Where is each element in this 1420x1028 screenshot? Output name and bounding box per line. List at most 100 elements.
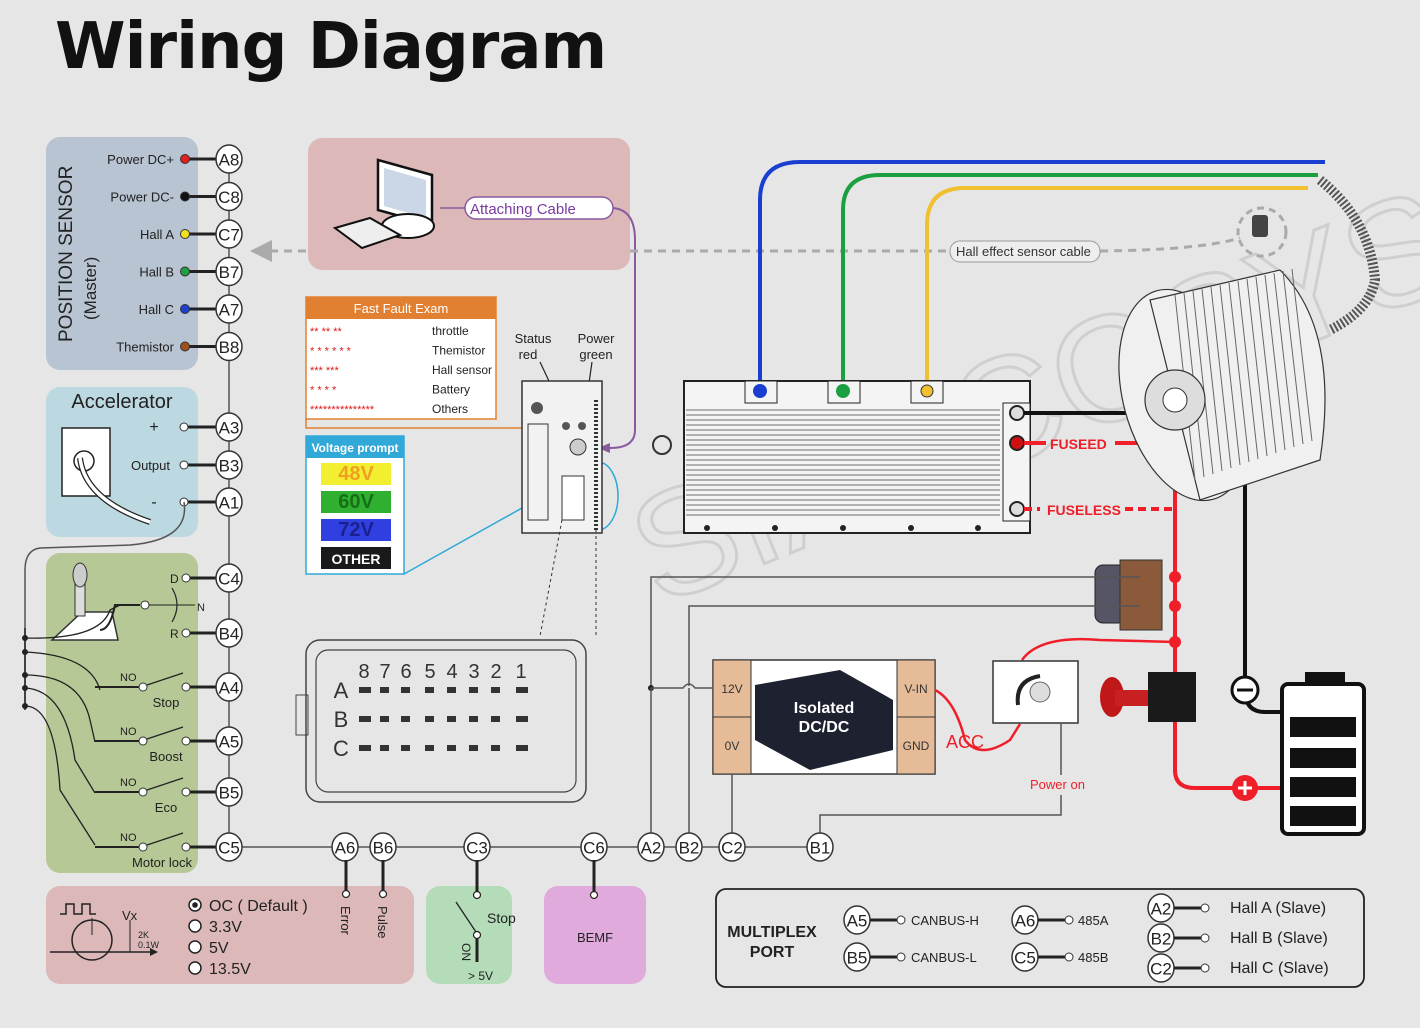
output-panel <box>46 886 414 984</box>
svg-text:3.3V: 3.3V <box>209 919 242 936</box>
radio-button[interactable] <box>188 919 202 933</box>
svg-text:7: 7 <box>379 661 390 683</box>
error-label: Error <box>338 906 353 936</box>
pin-a8[interactable]: A8 <box>215 144 243 174</box>
radio-button[interactable] <box>188 961 202 975</box>
svg-text:* * * * * *: * * * * * * <box>310 346 352 358</box>
pin-c4[interactable]: C4 <box>215 563 243 593</box>
motor-controller <box>652 380 1031 534</box>
svg-text:5: 5 <box>424 661 435 683</box>
svg-text:GND: GND <box>903 739 930 753</box>
output-voltage-option[interactable]: 5V <box>188 940 229 957</box>
svg-text:Battery: Battery <box>432 383 470 397</box>
pin-c7[interactable]: C7 <box>215 219 243 249</box>
wire-color-dot <box>180 266 190 277</box>
pin-a5[interactable]: A5 <box>215 726 243 756</box>
pin-b6[interactable]: B6 <box>369 832 397 862</box>
pin-a2[interactable]: A2 <box>637 832 665 862</box>
svg-text:ON: ON <box>459 943 473 961</box>
pin-c8[interactable]: C8 <box>215 181 243 212</box>
pin-b1[interactable]: B1 <box>806 832 834 862</box>
position-sensor-panel <box>46 137 198 370</box>
pin-label: A4 <box>219 679 240 698</box>
pin-a1[interactable]: A1 <box>215 487 243 517</box>
pin-a6[interactable]: A6 <box>1011 905 1039 935</box>
pin-b2[interactable]: B2 <box>1147 923 1175 953</box>
pin-signal-label: Hall A <box>140 227 174 242</box>
accelerator-pin: -A1 <box>151 487 243 517</box>
pin-label: B5 <box>219 784 240 803</box>
status-led-label: Status <box>515 331 552 346</box>
svg-text:Fast Fault Exam: Fast Fault Exam <box>354 301 449 316</box>
fault-row: * * * * Battery <box>310 383 470 397</box>
svg-text:green: green <box>579 347 612 362</box>
svg-text:OTHER: OTHER <box>332 551 381 567</box>
pin-b5[interactable]: B5 <box>843 942 871 972</box>
pin-b7[interactable]: B7 <box>215 256 243 287</box>
pin-c5[interactable]: C5 <box>215 832 243 862</box>
pin-label: B6 <box>373 839 394 858</box>
svg-text:* * * *: * * * * <box>310 385 337 397</box>
pin-signal-label: Themistor <box>116 340 174 355</box>
pin-a6[interactable]: A6 <box>331 832 359 862</box>
svg-text:72V: 72V <box>338 519 374 541</box>
pin-a7[interactable]: A7 <box>215 294 243 324</box>
radio-button[interactable] <box>188 940 202 954</box>
switch-common-wires <box>22 604 121 846</box>
svg-text:Hall A (Slave): Hall A (Slave) <box>1230 900 1326 917</box>
hall-cable-label: Hall effect sensor cable <box>949 240 1101 263</box>
pin-a2[interactable]: A2 <box>1147 893 1175 923</box>
pin-signal-label: Power DC- <box>110 190 174 205</box>
svg-text:12V: 12V <box>721 682 742 696</box>
power-on-label: Power on <box>1030 777 1085 792</box>
pin-label: B7 <box>219 263 240 282</box>
pin-c2[interactable]: C2 <box>1147 953 1175 983</box>
pin-label: C7 <box>218 226 240 245</box>
contactor-icon <box>1094 559 1163 631</box>
emergency-stop-icon <box>1100 672 1196 722</box>
pin-a3[interactable]: A3 <box>215 412 243 442</box>
pin-label: C6 <box>583 839 605 858</box>
pin-signal-label: Hall C <box>139 302 174 317</box>
svg-text:4: 4 <box>446 661 457 683</box>
svg-text:R: R <box>170 627 179 641</box>
output-voltage-option[interactable]: OC ( Default ) <box>188 898 308 915</box>
bemf-label: BEMF <box>577 930 613 945</box>
pin-label: B5 <box>847 949 868 968</box>
switch-panel <box>46 553 198 873</box>
svg-text:5V: 5V <box>209 940 229 957</box>
pin-b8[interactable]: B8 <box>215 331 243 362</box>
svg-text:NO: NO <box>120 672 137 684</box>
output-voltage-option[interactable]: 13.5V <box>188 961 251 978</box>
svg-text:red: red <box>519 347 538 362</box>
hall-connector-highlight <box>1236 206 1288 258</box>
pin-a5[interactable]: A5 <box>843 905 871 935</box>
pin-c6[interactable]: C6 <box>580 832 608 862</box>
svg-text:6: 6 <box>400 661 411 683</box>
pin-label: B4 <box>219 625 240 644</box>
pin-c2[interactable]: C2 <box>718 832 746 862</box>
pin-b4[interactable]: B4 <box>215 618 243 648</box>
svg-text:Themistor: Themistor <box>432 344 485 358</box>
svg-text:8: 8 <box>358 661 369 683</box>
pin-b3[interactable]: B3 <box>215 450 243 480</box>
pin-label: C5 <box>218 839 240 858</box>
svg-text:Others: Others <box>432 402 468 416</box>
pin-c5[interactable]: C5 <box>1011 942 1039 972</box>
pin-c3[interactable]: C3 <box>463 832 491 862</box>
svg-text:CANBUS-L: CANBUS-L <box>911 950 977 965</box>
pin-b2[interactable]: B2 <box>675 832 703 862</box>
page-title: Wiring Diagram <box>55 10 607 84</box>
output-voltage-option[interactable]: 3.3V <box>188 919 242 936</box>
pin-b5[interactable]: B5 <box>215 777 243 807</box>
svg-text:Hall sensor: Hall sensor <box>432 363 492 377</box>
wire-color-dot <box>180 154 190 164</box>
pin-a4[interactable]: A4 <box>215 672 243 702</box>
